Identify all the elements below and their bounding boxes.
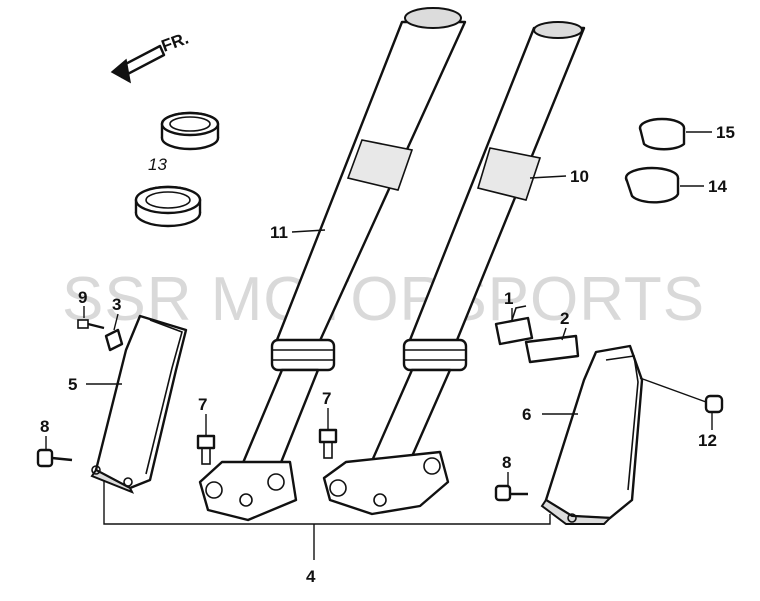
clip-3 (104, 328, 124, 352)
oil-seal-lower (134, 185, 202, 228)
callout-7-right: 7 (322, 389, 331, 408)
watermark-text: SSR MOTORSPORTS (62, 265, 705, 334)
callout-4: 4 (306, 567, 316, 586)
callout-2: 2 (560, 309, 569, 328)
bolt-9 (77, 319, 105, 330)
bolt-7-left (196, 434, 216, 465)
bracket-1 (494, 305, 534, 346)
bracket-2 (524, 334, 580, 364)
collar-14 (624, 166, 680, 204)
callout-8-right: 8 (502, 453, 511, 472)
fork-guard-right (540, 344, 644, 525)
fork-guard-left (90, 314, 188, 494)
callout-12: 12 (698, 431, 717, 450)
callout-3: 3 (112, 295, 121, 314)
oil-seal-upper (160, 111, 220, 151)
bolt-12 (639, 377, 724, 414)
callout-14: 14 (708, 177, 727, 196)
callout-6: 6 (522, 405, 531, 424)
fork-tube-left (198, 7, 467, 522)
callout-7-left: 7 (198, 395, 207, 414)
front-direction-label: FR. (159, 29, 191, 56)
callout-15: 15 (716, 123, 735, 142)
fork-tube-right (322, 21, 586, 516)
callout-1: 1 (504, 289, 513, 308)
callout-8-left: 8 (40, 417, 49, 436)
callout-13: 13 (148, 155, 167, 174)
bolt-8-left (36, 448, 73, 468)
collar-15 (638, 117, 686, 151)
front-direction-arrow: FR. (110, 29, 191, 84)
callout-10: 10 (570, 167, 589, 186)
bolt-8-right (494, 484, 528, 502)
callout-11: 11 (270, 223, 288, 242)
callout-9: 9 (78, 288, 87, 307)
callout-5: 5 (68, 375, 77, 394)
bolt-7-right (318, 428, 338, 459)
callout-4-leader (103, 480, 551, 560)
